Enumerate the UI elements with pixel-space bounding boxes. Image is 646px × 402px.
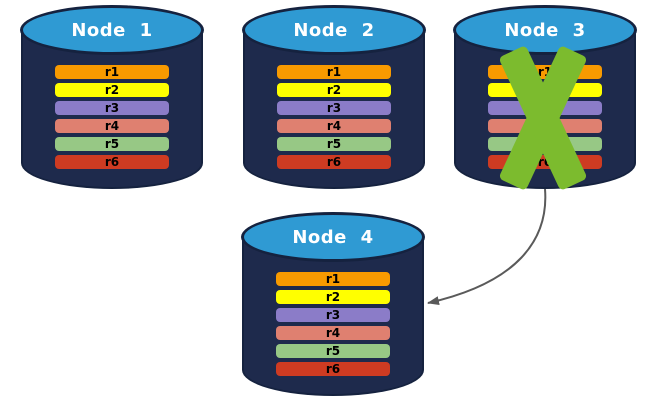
row-label: r2 bbox=[326, 83, 342, 97]
row-label: r1 bbox=[326, 65, 342, 79]
arrow-curve bbox=[427, 188, 547, 305]
row-label: r2 bbox=[104, 83, 120, 97]
row-r3: r3 bbox=[276, 308, 390, 322]
node-1: Node 1 r1 r2 r3 r4 r5 r6 bbox=[20, 5, 204, 189]
node-title: Node 1 bbox=[71, 19, 153, 41]
row-r4: r4 bbox=[277, 119, 391, 133]
row-r5: r5 bbox=[277, 137, 391, 151]
row-r3: r3 bbox=[277, 101, 391, 115]
replica-list: r1 r2 r3 r4 r5 r6 bbox=[276, 272, 390, 376]
cylinder-top: Node 2 bbox=[242, 5, 426, 55]
row-label: r3 bbox=[325, 308, 341, 322]
row-label: r6 bbox=[326, 155, 342, 169]
node-2: Node 2 r1 r2 r3 r4 r5 r6 bbox=[242, 5, 426, 189]
row-label: r6 bbox=[325, 362, 341, 376]
row-label: r5 bbox=[326, 137, 342, 151]
row-r2: r2 bbox=[55, 83, 169, 97]
row-label: r2 bbox=[325, 290, 341, 304]
cylinder-top: Node 4 bbox=[241, 212, 425, 262]
row-r2: r2 bbox=[277, 83, 391, 97]
row-r4: r4 bbox=[55, 119, 169, 133]
cylinder-top: Node 1 bbox=[20, 5, 204, 55]
node-3: Node 3 r1 r2 r3 r4 r5 r6 bbox=[453, 5, 637, 191]
row-r6: r6 bbox=[276, 362, 390, 376]
node-title: Node 3 bbox=[504, 19, 586, 41]
row-label: r1 bbox=[104, 65, 120, 79]
row-label: r6 bbox=[104, 155, 120, 169]
row-r5: r5 bbox=[55, 137, 169, 151]
replica-list: r1 r2 r3 r4 r5 r6 bbox=[277, 65, 391, 169]
row-r1: r1 bbox=[276, 272, 390, 286]
row-label: r5 bbox=[104, 137, 120, 151]
cylinder-top: Node 3 bbox=[453, 5, 637, 55]
node-title: Node 4 bbox=[292, 226, 374, 248]
row-label: r5 bbox=[325, 344, 341, 358]
row-label: r3 bbox=[326, 101, 342, 115]
row-label: r4 bbox=[326, 119, 342, 133]
replica-list: r1 r2 r3 r4 r5 r6 bbox=[55, 65, 169, 169]
row-label: r1 bbox=[325, 272, 341, 286]
node-title: Node 2 bbox=[293, 19, 375, 41]
row-r1: r1 bbox=[277, 65, 391, 79]
row-label: r4 bbox=[104, 119, 120, 133]
row-r1: r1 bbox=[55, 65, 169, 79]
row-r5: r5 bbox=[276, 344, 390, 358]
row-label: r3 bbox=[104, 101, 120, 115]
row-r6: r6 bbox=[277, 155, 391, 169]
failure-x-icon bbox=[497, 44, 589, 191]
row-r3: r3 bbox=[55, 101, 169, 115]
row-r6: r6 bbox=[55, 155, 169, 169]
node-4: Node 4 r1 r2 r3 r4 r5 r6 bbox=[241, 212, 425, 396]
row-r4: r4 bbox=[276, 326, 390, 340]
row-r2: r2 bbox=[276, 290, 390, 304]
row-label: r4 bbox=[325, 326, 341, 340]
